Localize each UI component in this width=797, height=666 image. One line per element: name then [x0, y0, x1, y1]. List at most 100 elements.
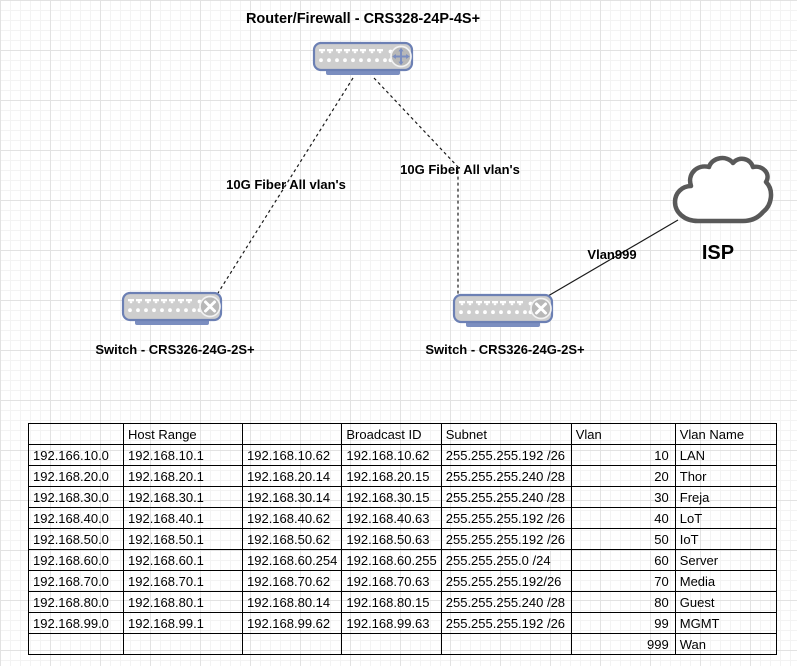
table-cell: [241, 633, 343, 655]
table-cell: 255.255.255.192 /26: [440, 444, 572, 466]
switch-right-device-icon[interactable]: [452, 293, 554, 329]
table-cell: 192.166.10.0: [28, 444, 124, 466]
table-cell: 99: [570, 612, 676, 634]
table-cell: 192.168.70.0: [28, 570, 124, 592]
header-subnet: Subnet: [440, 423, 572, 445]
switch-right-label: Switch - CRS326-24G-2S+: [425, 342, 585, 357]
table-cell: 192.168.30.14: [241, 486, 343, 508]
edge-wan: [547, 219, 679, 297]
table-cell: 255.255.255.192 /26: [440, 507, 572, 529]
router-label: Router/Firewall - CRS328-24P-4S+: [245, 11, 481, 27]
table-cell: 192.168.20.14: [241, 465, 343, 487]
table-cell: 192.168.99.1: [123, 612, 243, 634]
table-cell: 192.168.80.0: [28, 591, 124, 613]
table-cell: 999: [570, 633, 676, 655]
table-cell: 192.168.99.63: [341, 612, 442, 634]
table-cell: 192.168.20.1: [123, 465, 243, 487]
table-cell: 192.168.10.62: [241, 444, 343, 466]
table-cell: 10: [570, 444, 676, 466]
table-cell: Server: [674, 549, 777, 571]
header-host-range-end: [241, 423, 343, 445]
table-cell: 192.168.40.0: [28, 507, 124, 529]
header-host-range: Host Range: [123, 423, 243, 445]
table-cell: 40: [570, 507, 676, 529]
table-cell: MGMT: [674, 612, 777, 634]
isp-cloud-icon[interactable]: [672, 155, 774, 224]
table-cell: 192.168.50.1: [123, 528, 243, 550]
table-cell: 192.168.99.62: [241, 612, 343, 634]
table-cell: 70: [570, 570, 676, 592]
table-cell: 192.168.80.14: [241, 591, 343, 613]
header-vlan: Vlan: [570, 423, 676, 445]
table-cell: 60: [570, 549, 676, 571]
table-cell: 192.168.50.62: [241, 528, 343, 550]
table-cell: [28, 633, 124, 655]
table-cell: Thor: [674, 465, 777, 487]
header-broadcast-id: Broadcast ID: [341, 423, 442, 445]
table-cell: 192.168.99.0: [28, 612, 124, 634]
table-cell: 255.255.255.192/26: [440, 570, 572, 592]
fiber-right-link-label: 10G Fiber All vlan's: [400, 162, 520, 177]
table-cell: 255.255.255.240 /28: [440, 591, 572, 613]
table-cell: 192.168.30.15: [341, 486, 442, 508]
edge-fiber-right: [373, 77, 459, 294]
table-cell: 255.255.255.0 /24: [440, 549, 572, 571]
table-cell: 20: [570, 465, 676, 487]
table-cell: 50: [570, 528, 676, 550]
table-cell: 192.168.80.1: [123, 591, 243, 613]
table-cell: 192.168.20.0: [28, 465, 124, 487]
header-network: [28, 423, 124, 445]
table-cell: 255.255.255.192 /26: [440, 612, 572, 634]
table-cell: 192.168.60.0: [28, 549, 124, 571]
table-cell: 80: [570, 591, 676, 613]
table-cell: [341, 633, 442, 655]
table-cell: LoT: [674, 507, 777, 529]
table-cell: 192.168.70.63: [341, 570, 442, 592]
table-cell: IoT: [674, 528, 777, 550]
table-cell: 192.168.30.1: [123, 486, 243, 508]
table-cell: 192.168.10.62: [341, 444, 442, 466]
table-cell: [440, 633, 572, 655]
table-cell: 192.168.60.255: [341, 549, 442, 571]
table-cell: 192.168.70.1: [123, 570, 243, 592]
table-header-row: Host Range Broadcast ID Subnet Vlan Vlan…: [28, 423, 777, 445]
table-cell: 192.168.50.63: [341, 528, 442, 550]
table-cell: Media: [674, 570, 777, 592]
fiber-left-link-label: 10G Fiber All vlan's: [226, 177, 346, 192]
subnet-vlan-table: Host Range Broadcast ID Subnet Vlan Vlan…: [28, 423, 777, 655]
table-cell: 192.168.70.62: [241, 570, 343, 592]
table-cell: 192.168.40.62: [241, 507, 343, 529]
table-cell: 255.255.255.192 /26: [440, 528, 572, 550]
table-cell: 255.255.255.240 /28: [440, 465, 572, 487]
edge-fiber-left: [217, 77, 354, 294]
table-cell: 192.168.40.63: [341, 507, 442, 529]
table-cell: 192.168.40.1: [123, 507, 243, 529]
table-cell: 192.168.30.0: [28, 486, 124, 508]
table-cell: LAN: [674, 444, 777, 466]
isp-label: ISP: [701, 242, 735, 264]
table-cell: 192.168.20.15: [341, 465, 442, 487]
table-cell: Guest: [674, 591, 777, 613]
switch-left-label: Switch - CRS326-24G-2S+: [95, 342, 255, 357]
table-cell: Wan: [674, 633, 777, 655]
table-cell: 192.168.60.254: [241, 549, 343, 571]
header-vlan-name: Vlan Name: [674, 423, 777, 445]
router-device-icon[interactable]: [312, 41, 414, 77]
switch-left-device-icon[interactable]: [121, 291, 223, 327]
table-cell: 192.168.60.1: [123, 549, 243, 571]
table-cell: 192.168.10.1: [123, 444, 243, 466]
wan-link-label: Vlan999: [587, 247, 637, 262]
table-cell: 255.255.255.240 /28: [440, 486, 572, 508]
table-cell: [123, 633, 243, 655]
